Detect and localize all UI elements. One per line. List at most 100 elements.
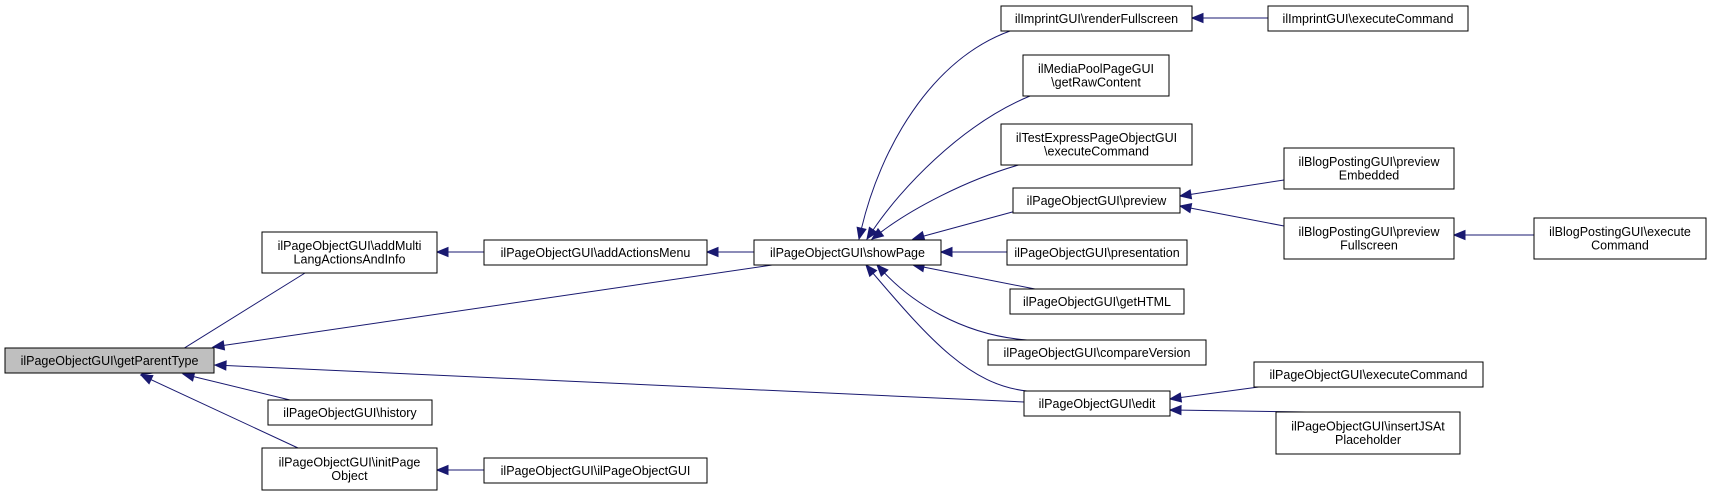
node-getHTML[interactable]: ilPageObjectGUI\getHTML xyxy=(1009,288,1185,315)
node-label: \getRawContent xyxy=(1051,76,1141,90)
edge-line xyxy=(150,379,299,449)
node-label: ilPageObjectGUI\getParentType xyxy=(21,354,199,368)
node-label: ilPageObjectGUI\showPage xyxy=(770,246,925,260)
edge-line xyxy=(880,163,1023,233)
edge-presentation-to-showPage xyxy=(939,246,1007,258)
edge-showPage-to-addActionsMenu xyxy=(705,246,754,258)
arrowhead xyxy=(856,226,867,241)
arrowhead xyxy=(181,371,196,382)
node-label: ilBlogPostingGUI\execute xyxy=(1549,225,1691,239)
edge-showPage-to-getParentType xyxy=(211,263,780,351)
arrowhead xyxy=(911,230,926,242)
node-box xyxy=(1000,123,1193,166)
edge-blogPrevEmb-to-preview xyxy=(1178,179,1285,200)
arrowhead xyxy=(876,264,889,277)
node-box xyxy=(1533,217,1707,260)
node-box xyxy=(1006,239,1188,266)
edge-line xyxy=(872,273,1028,392)
node-mediaPool[interactable]: ilMediaPoolPageGUI\getRawContent xyxy=(1022,54,1170,97)
edge-addActionsMenu-to-addMultiLang xyxy=(435,246,484,258)
edge-getHTML-to-showPage xyxy=(911,262,1036,290)
node-ctor[interactable]: ilPageObjectGUI\ilPageObjectGUI xyxy=(483,457,708,484)
node-pageExec[interactable]: ilPageObjectGUI\executeCommand xyxy=(1253,361,1484,388)
node-blogExec[interactable]: ilBlogPostingGUI\executeCommand xyxy=(1533,217,1707,260)
node-box xyxy=(1283,147,1455,190)
edge-line xyxy=(1180,385,1267,399)
node-box xyxy=(267,399,433,426)
arrowhead xyxy=(211,340,226,351)
node-box xyxy=(1023,390,1171,417)
node-box xyxy=(4,347,215,374)
edge-line xyxy=(223,263,780,346)
node-label: \executeCommand xyxy=(1044,145,1149,159)
node-box xyxy=(1283,217,1455,260)
edge-line xyxy=(872,95,1031,231)
node-label: ilImprintGUI\renderFullscreen xyxy=(1015,12,1178,26)
edge-blogPrevFull-to-preview xyxy=(1178,203,1285,227)
node-showPage[interactable]: ilPageObjectGUI\showPage xyxy=(753,239,942,266)
node-edit[interactable]: ilPageObjectGUI\edit xyxy=(1023,390,1171,417)
node-label: ilPageObjectGUI\addActionsMenu xyxy=(501,246,691,260)
node-box xyxy=(261,447,438,491)
node-label: ilBlogPostingGUI\preview xyxy=(1298,155,1440,169)
node-addMultiLang[interactable]: ilPageObjectGUI\addMultiLangActionsAndIn… xyxy=(261,231,438,274)
arrowhead xyxy=(1178,203,1193,214)
node-addActionsMenu[interactable]: ilPageObjectGUI\addActionsMenu xyxy=(483,239,708,266)
node-label: Fullscreen xyxy=(1340,239,1398,253)
node-label: Embedded xyxy=(1339,169,1400,183)
arrowhead xyxy=(866,226,878,241)
node-label: LangActionsAndInfo xyxy=(294,253,406,267)
node-label: ilMediaPoolPageGUI xyxy=(1038,62,1154,76)
edge-line xyxy=(193,376,291,401)
node-label: ilPageObjectGUI\executeCommand xyxy=(1269,368,1467,382)
node-presentation[interactable]: ilPageObjectGUI\presentation xyxy=(1006,239,1188,266)
edge-line xyxy=(923,266,1036,290)
node-box xyxy=(1022,54,1170,97)
node-label: ilPageObjectGUI\insertJSAt xyxy=(1291,420,1445,434)
arrowhead xyxy=(1168,392,1183,403)
node-label: ilImprintGUI\executeCommand xyxy=(1283,12,1454,26)
edge-line xyxy=(1190,207,1285,227)
arrowhead xyxy=(435,246,449,258)
node-label: Placeholder xyxy=(1335,433,1401,447)
node-label: ilTestExpressPageObjectGUI xyxy=(1016,131,1177,145)
node-label: Object xyxy=(331,469,368,483)
node-compareVersion[interactable]: ilPageObjectGUI\compareVersion xyxy=(987,339,1207,366)
node-imprintRender[interactable]: ilImprintGUI\renderFullscreen xyxy=(1000,5,1193,32)
node-box xyxy=(1012,187,1181,214)
arrowhead xyxy=(213,360,227,371)
node-box xyxy=(1253,361,1484,388)
arrowhead xyxy=(1452,229,1466,241)
node-box xyxy=(1000,5,1193,32)
nodes-layer: ilPageObjectGUI\getParentType ilPageObjec… xyxy=(4,5,1707,491)
edge-line xyxy=(923,210,1017,237)
node-history[interactable]: ilPageObjectGUI\history xyxy=(267,399,433,426)
edge-pageExec-to-edit xyxy=(1168,385,1267,403)
node-label: ilPageObjectGUI\initPage xyxy=(279,456,421,470)
node-label: ilBlogPostingGUI\preview xyxy=(1298,225,1440,239)
edge-line xyxy=(225,365,1025,403)
node-box xyxy=(483,457,708,484)
edge-mediaPool-to-showPage xyxy=(866,95,1031,241)
arrowhead xyxy=(865,263,878,278)
node-label: ilPageObjectGUI\addMulti xyxy=(278,239,422,253)
node-box xyxy=(1275,411,1461,455)
node-imprintExec[interactable]: ilImprintGUI\executeCommand xyxy=(1267,5,1469,32)
node-box xyxy=(1009,288,1185,315)
node-label: ilPageObjectGUI\ilPageObjectGUI xyxy=(501,464,691,478)
edge-ctor-to-initPageObject xyxy=(435,464,484,476)
arrowhead xyxy=(1168,404,1182,416)
node-preview[interactable]: ilPageObjectGUI\preview xyxy=(1012,187,1181,214)
node-box xyxy=(987,339,1207,366)
edge-blogExec-to-blogPrevFull xyxy=(1452,229,1534,241)
node-box xyxy=(261,231,438,274)
node-testExpress[interactable]: ilTestExpressPageObjectGUI\executeComman… xyxy=(1000,123,1193,166)
node-box xyxy=(483,239,708,266)
edge-line xyxy=(884,272,1028,341)
edge-imprintExec-to-imprintRender xyxy=(1190,12,1268,24)
node-label: ilPageObjectGUI\history xyxy=(283,406,417,420)
